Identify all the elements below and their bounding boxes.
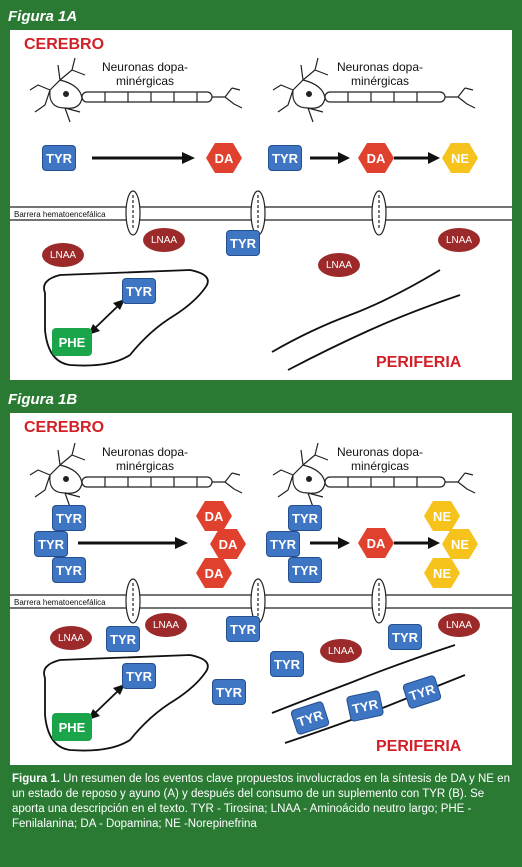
- tyr-node: TYR: [122, 278, 156, 304]
- lnaa-node: LNAA: [438, 613, 480, 637]
- figure-1b-label: Figura 1B: [8, 391, 78, 408]
- tyr-node: TYR: [122, 663, 156, 689]
- neuron-label-b1: Neuronas dopa- minérgicas: [101, 445, 189, 473]
- tyr-node: TYR: [52, 557, 86, 583]
- lnaa-node: LNAA: [50, 626, 92, 650]
- tyr-node: TYR: [34, 531, 68, 557]
- figure-1a-drawing: [10, 57, 512, 371]
- tyr-node: TYR: [270, 651, 304, 677]
- cerebro-label-b: CEREBRO: [24, 419, 105, 436]
- barrier-label-a: Barrera hematoencefálica: [14, 210, 106, 219]
- periferia-label-a: PERIFERIA: [376, 354, 462, 371]
- figure-caption: Figura 1. Un resumen de los eventos clav…: [12, 772, 512, 832]
- da-node: DA: [210, 529, 246, 559]
- tyr-node: TYR: [42, 145, 76, 171]
- lnaa-node: LNAA: [438, 228, 480, 252]
- lnaa-node: LNAA: [42, 243, 84, 267]
- da-node: DA: [358, 143, 394, 173]
- cerebro-label-a: CEREBRO: [24, 36, 105, 53]
- tyr-node: TYR: [106, 626, 140, 652]
- neuron-label-b2: Neuronas dopa- minérgicas: [336, 445, 424, 473]
- figure-1a-panel: CEREBRO Neuronas dopa- minérgicas Neuron…: [10, 30, 512, 380]
- da-node: DA: [358, 528, 394, 558]
- tyr-node: TYR: [266, 531, 300, 557]
- tyr-node: TYR: [388, 624, 422, 650]
- tyr-node: TYR: [226, 616, 260, 642]
- tyr-node: TYR: [288, 557, 322, 583]
- caption-title: Figura 1.: [12, 773, 60, 785]
- da-node: DA: [206, 143, 242, 173]
- figure-1b-panel: CEREBRO Neuronas dopa- minérgicas Neuron…: [10, 413, 512, 765]
- phe-node: PHE: [52, 713, 92, 741]
- tyr-node: TYR: [268, 145, 302, 171]
- figure-1a-label: Figura 1A: [8, 8, 78, 25]
- da-node: DA: [196, 501, 232, 531]
- lnaa-node: LNAA: [145, 613, 187, 637]
- tyr-node: TYR: [226, 230, 260, 256]
- ne-node: NE: [424, 501, 460, 531]
- periferia-label-b: PERIFERIA: [376, 738, 462, 755]
- da-node: DA: [196, 558, 232, 588]
- caption-text: Un resumen de los eventos clave propuest…: [12, 773, 510, 830]
- neuron-label-a1: Neuronas dopa- minérgicas: [101, 60, 189, 88]
- ne-node: NE: [442, 143, 478, 173]
- ne-node: NE: [442, 529, 478, 559]
- neuron-label-a2: Neuronas dopa- minérgicas: [336, 60, 424, 88]
- tyr-node: TYR: [212, 679, 246, 705]
- tyr-node: TYR: [288, 505, 322, 531]
- tyr-node: TYR: [52, 505, 86, 531]
- lnaa-node: LNAA: [320, 639, 362, 663]
- lnaa-node: LNAA: [143, 228, 185, 252]
- ne-node: NE: [424, 558, 460, 588]
- barrier-label-b: Barrera hematoencefálica: [14, 598, 106, 607]
- phe-node: PHE: [52, 328, 92, 356]
- lnaa-node: LNAA: [318, 253, 360, 277]
- figure-1b-drawing: [10, 442, 512, 752]
